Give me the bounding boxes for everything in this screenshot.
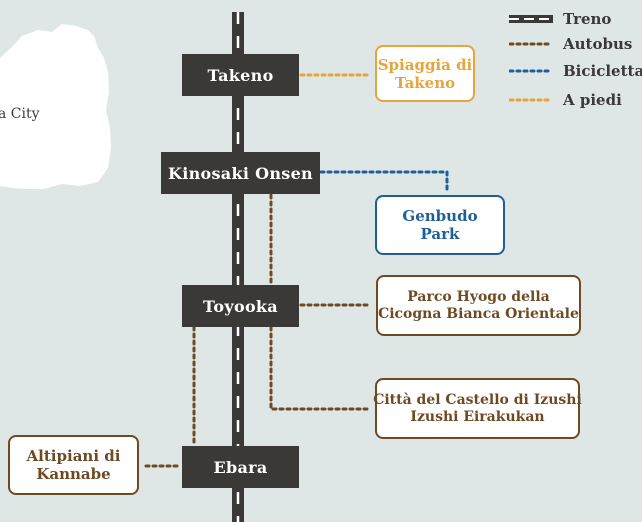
legend-train-label: Treno [563,10,612,28]
poi-genbudo-line1: Genbudo [402,207,478,225]
poi-izushi-line1: Città del Castello di Izushi [373,391,582,408]
bus-line-icon [509,42,553,46]
city-label: a City [0,106,40,122]
poi-takeno-beach-line2: Takeno [394,73,456,92]
legend-train: Treno [509,10,611,28]
bicycle-route-genbudo [319,170,449,192]
train-line-icon [509,15,553,23]
station-takeno[interactable]: Takeno [182,54,299,96]
legend-bus: Autobus [509,35,632,53]
bicycle-line-icon [509,69,553,73]
poi-izushi[interactable]: Città del Castello di Izushi Izushi Eira… [373,378,582,439]
walk-line-icon [509,98,553,102]
legend-walk: A piedi [509,91,622,109]
poi-stork-park-line2: Cicogna Bianca Orientale [378,305,579,322]
legend-bicycle: Bicicletta [509,62,642,80]
station-ebara[interactable]: Ebara [182,446,299,488]
poi-takeno-beach-line1: Spiaggia di [377,55,473,74]
legend-walk-label: A piedi [563,91,622,109]
legend-bicycle-label: Bicicletta [563,62,642,80]
poi-takeno-beach[interactable]: Spiaggia di Takeno [375,45,475,102]
station-kinosaki-onsen[interactable]: Kinosaki Onsen [161,152,320,194]
poi-stork-park-line1: Parco Hyogo della [407,288,550,305]
poi-kannabe-line2: Kannabe [36,465,111,483]
poi-stork-park[interactable]: Parco Hyogo della Cicogna Bianca Orienta… [376,275,581,336]
poi-izushi-line2: Izushi Eirakukan [410,408,545,425]
legend-bus-label: Autobus [563,35,633,53]
poi-genbudo-park[interactable]: Genbudo Park [375,195,505,255]
railway-line [232,12,244,522]
poi-genbudo-line2: Park [420,225,460,243]
poi-kannabe-line1: Altipiani di [26,447,121,465]
station-toyooka[interactable]: Toyooka [182,285,299,327]
bus-route-izushi [269,325,372,411]
poi-kannabe[interactable]: Altipiani di Kannabe [8,435,139,495]
